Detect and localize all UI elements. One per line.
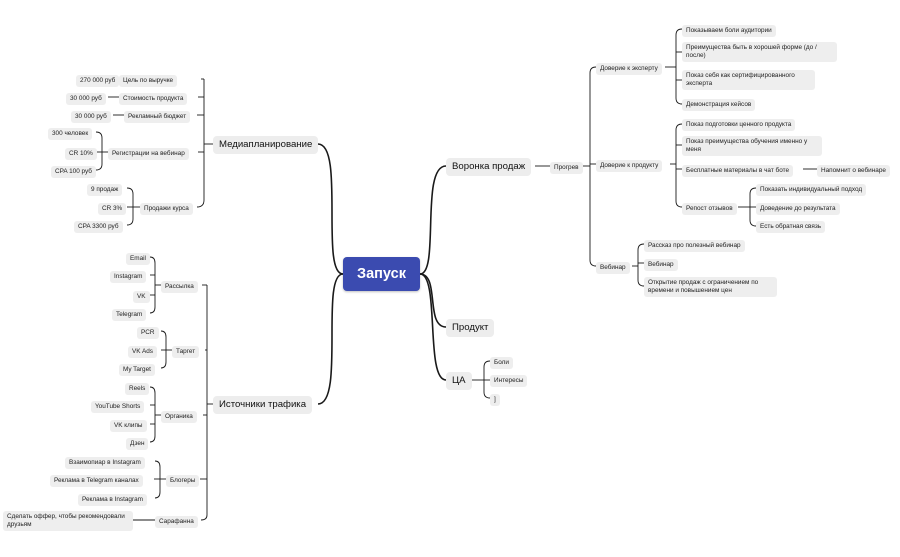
node-chatbot-reminder[interactable]: Напомнит о вебинаре <box>817 165 890 178</box>
node-traffic-group[interactable]: Блогеры <box>166 475 200 488</box>
node-expert-item[interactable]: Показ себя как сертифицированного экспер… <box>682 70 815 91</box>
node-traffic-item[interactable]: Сделать оффер, чтобы рекомендовали друзь… <box>3 511 133 532</box>
root-node[interactable]: Запуск <box>343 257 420 291</box>
node-traffic-group[interactable]: Рассылка <box>161 281 198 294</box>
node-media[interactable]: Медиапланирование <box>213 136 319 154</box>
connector <box>483 360 491 399</box>
connector <box>637 243 645 287</box>
node-traffic-item[interactable]: Email <box>126 253 150 266</box>
node-ca-item[interactable]: ] <box>490 394 500 407</box>
node-review-item[interactable]: Показать индивидуальный подход <box>756 184 867 197</box>
node-traffic-item[interactable]: Взаимопиар в Instagram <box>65 457 145 470</box>
node-webinar[interactable]: Вебинар <box>596 262 630 275</box>
node-traffic-item[interactable]: Reels <box>125 383 150 396</box>
node-traffic-group[interactable]: Органика <box>161 411 197 424</box>
node-trust-product[interactable]: Доверие к продукту <box>596 160 663 173</box>
node-traffic-item[interactable]: VK <box>133 291 150 304</box>
node-expert-item[interactable]: Показываем боли аудитории <box>682 25 776 38</box>
node-product-item[interactable]: Показ подготовки ценного продукта <box>682 119 796 132</box>
node-traffic-item[interactable]: Telegram <box>112 309 147 322</box>
node-webinar-item[interactable]: Рассказ про полезный вебинар <box>644 240 745 253</box>
connector <box>675 28 683 105</box>
connector <box>675 123 683 208</box>
node-media-value[interactable]: 30 000 руб <box>66 93 106 106</box>
connector <box>126 187 134 226</box>
connector <box>95 131 103 171</box>
node-registration-value[interactable]: CR 10% <box>65 148 97 161</box>
node-product[interactable]: Продукт <box>446 319 495 337</box>
node-traffic-group[interactable]: Таргет <box>172 346 200 359</box>
node-traffic-item[interactable]: Дзен <box>126 438 149 451</box>
connector <box>149 386 156 443</box>
connector <box>149 256 156 314</box>
node-product-item[interactable]: Показ преимущества обучения именно у мен… <box>682 136 822 157</box>
node-traffic-item[interactable]: My Target <box>119 364 155 377</box>
node-media-value[interactable]: 270 000 руб <box>76 75 120 88</box>
node-media-item[interactable]: Стоимость продукта <box>119 93 188 106</box>
connector <box>419 273 447 381</box>
node-traffic-item[interactable]: VK клипы <box>110 420 147 433</box>
node-sales-value[interactable]: CR 3% <box>98 203 127 216</box>
node-webinar-item[interactable]: Вебинар <box>644 259 678 272</box>
node-sales-value[interactable]: 9 продаж <box>87 184 123 197</box>
node-traffic-item[interactable]: Реклама в Telegram каналах <box>50 475 143 488</box>
node-ca-item[interactable]: Боли <box>490 357 513 370</box>
node-ca-item[interactable]: Интересы <box>490 375 528 388</box>
node-expert-item[interactable]: Преимущества быть в хорошей форме (до / … <box>682 42 837 63</box>
node-product-item[interactable]: Репост отзывов <box>682 203 737 216</box>
connector <box>200 285 208 521</box>
node-media-item[interactable]: Продажи курса <box>140 203 193 216</box>
connector <box>589 66 597 267</box>
node-registration-value[interactable]: CPA 100 руб <box>51 166 96 179</box>
node-ca[interactable]: ЦА <box>446 372 472 390</box>
node-review-item[interactable]: Доведение до результата <box>756 203 840 216</box>
node-media-item[interactable]: Рекламный бюджет <box>124 111 191 124</box>
node-webinar-item[interactable]: Открытие продаж с ограничением по времен… <box>644 277 777 298</box>
node-media-value[interactable]: 30 000 руб <box>71 111 111 124</box>
node-expert-item[interactable]: Демонстрация кейсов <box>682 99 756 112</box>
connector <box>419 165 447 275</box>
node-trust-expert[interactable]: Доверие к эксперту <box>596 63 662 76</box>
node-traffic-item[interactable]: Реклама в Instagram <box>78 494 147 507</box>
node-traffic[interactable]: Источники трафика <box>213 396 313 414</box>
connector <box>154 460 161 499</box>
node-warmup[interactable]: Прогрев <box>550 162 583 175</box>
node-product-item[interactable]: Бесплатные материалы в чат боте <box>682 165 794 178</box>
connector <box>196 79 205 208</box>
connector <box>317 273 344 405</box>
connector <box>317 143 344 275</box>
connector <box>160 330 167 369</box>
node-traffic-item[interactable]: YouTube Shorts <box>91 401 145 414</box>
connector <box>419 273 447 328</box>
node-media-item[interactable]: Регистрации на вебинар <box>108 148 189 161</box>
node-traffic-item[interactable]: VK Ads <box>128 346 157 359</box>
node-registration-value[interactable]: 300 человек <box>48 128 93 141</box>
node-funnel[interactable]: Воронка продаж <box>446 158 532 176</box>
node-traffic-item[interactable]: Instagram <box>110 271 147 284</box>
node-review-item[interactable]: Есть обратная связь <box>756 221 826 234</box>
node-traffic-group[interactable]: Сарафанна <box>155 516 198 529</box>
node-media-item[interactable]: Цель по выручке <box>119 75 178 88</box>
node-traffic-item[interactable]: PCR <box>137 327 159 340</box>
node-sales-value[interactable]: CPA 3300 руб <box>74 221 123 234</box>
